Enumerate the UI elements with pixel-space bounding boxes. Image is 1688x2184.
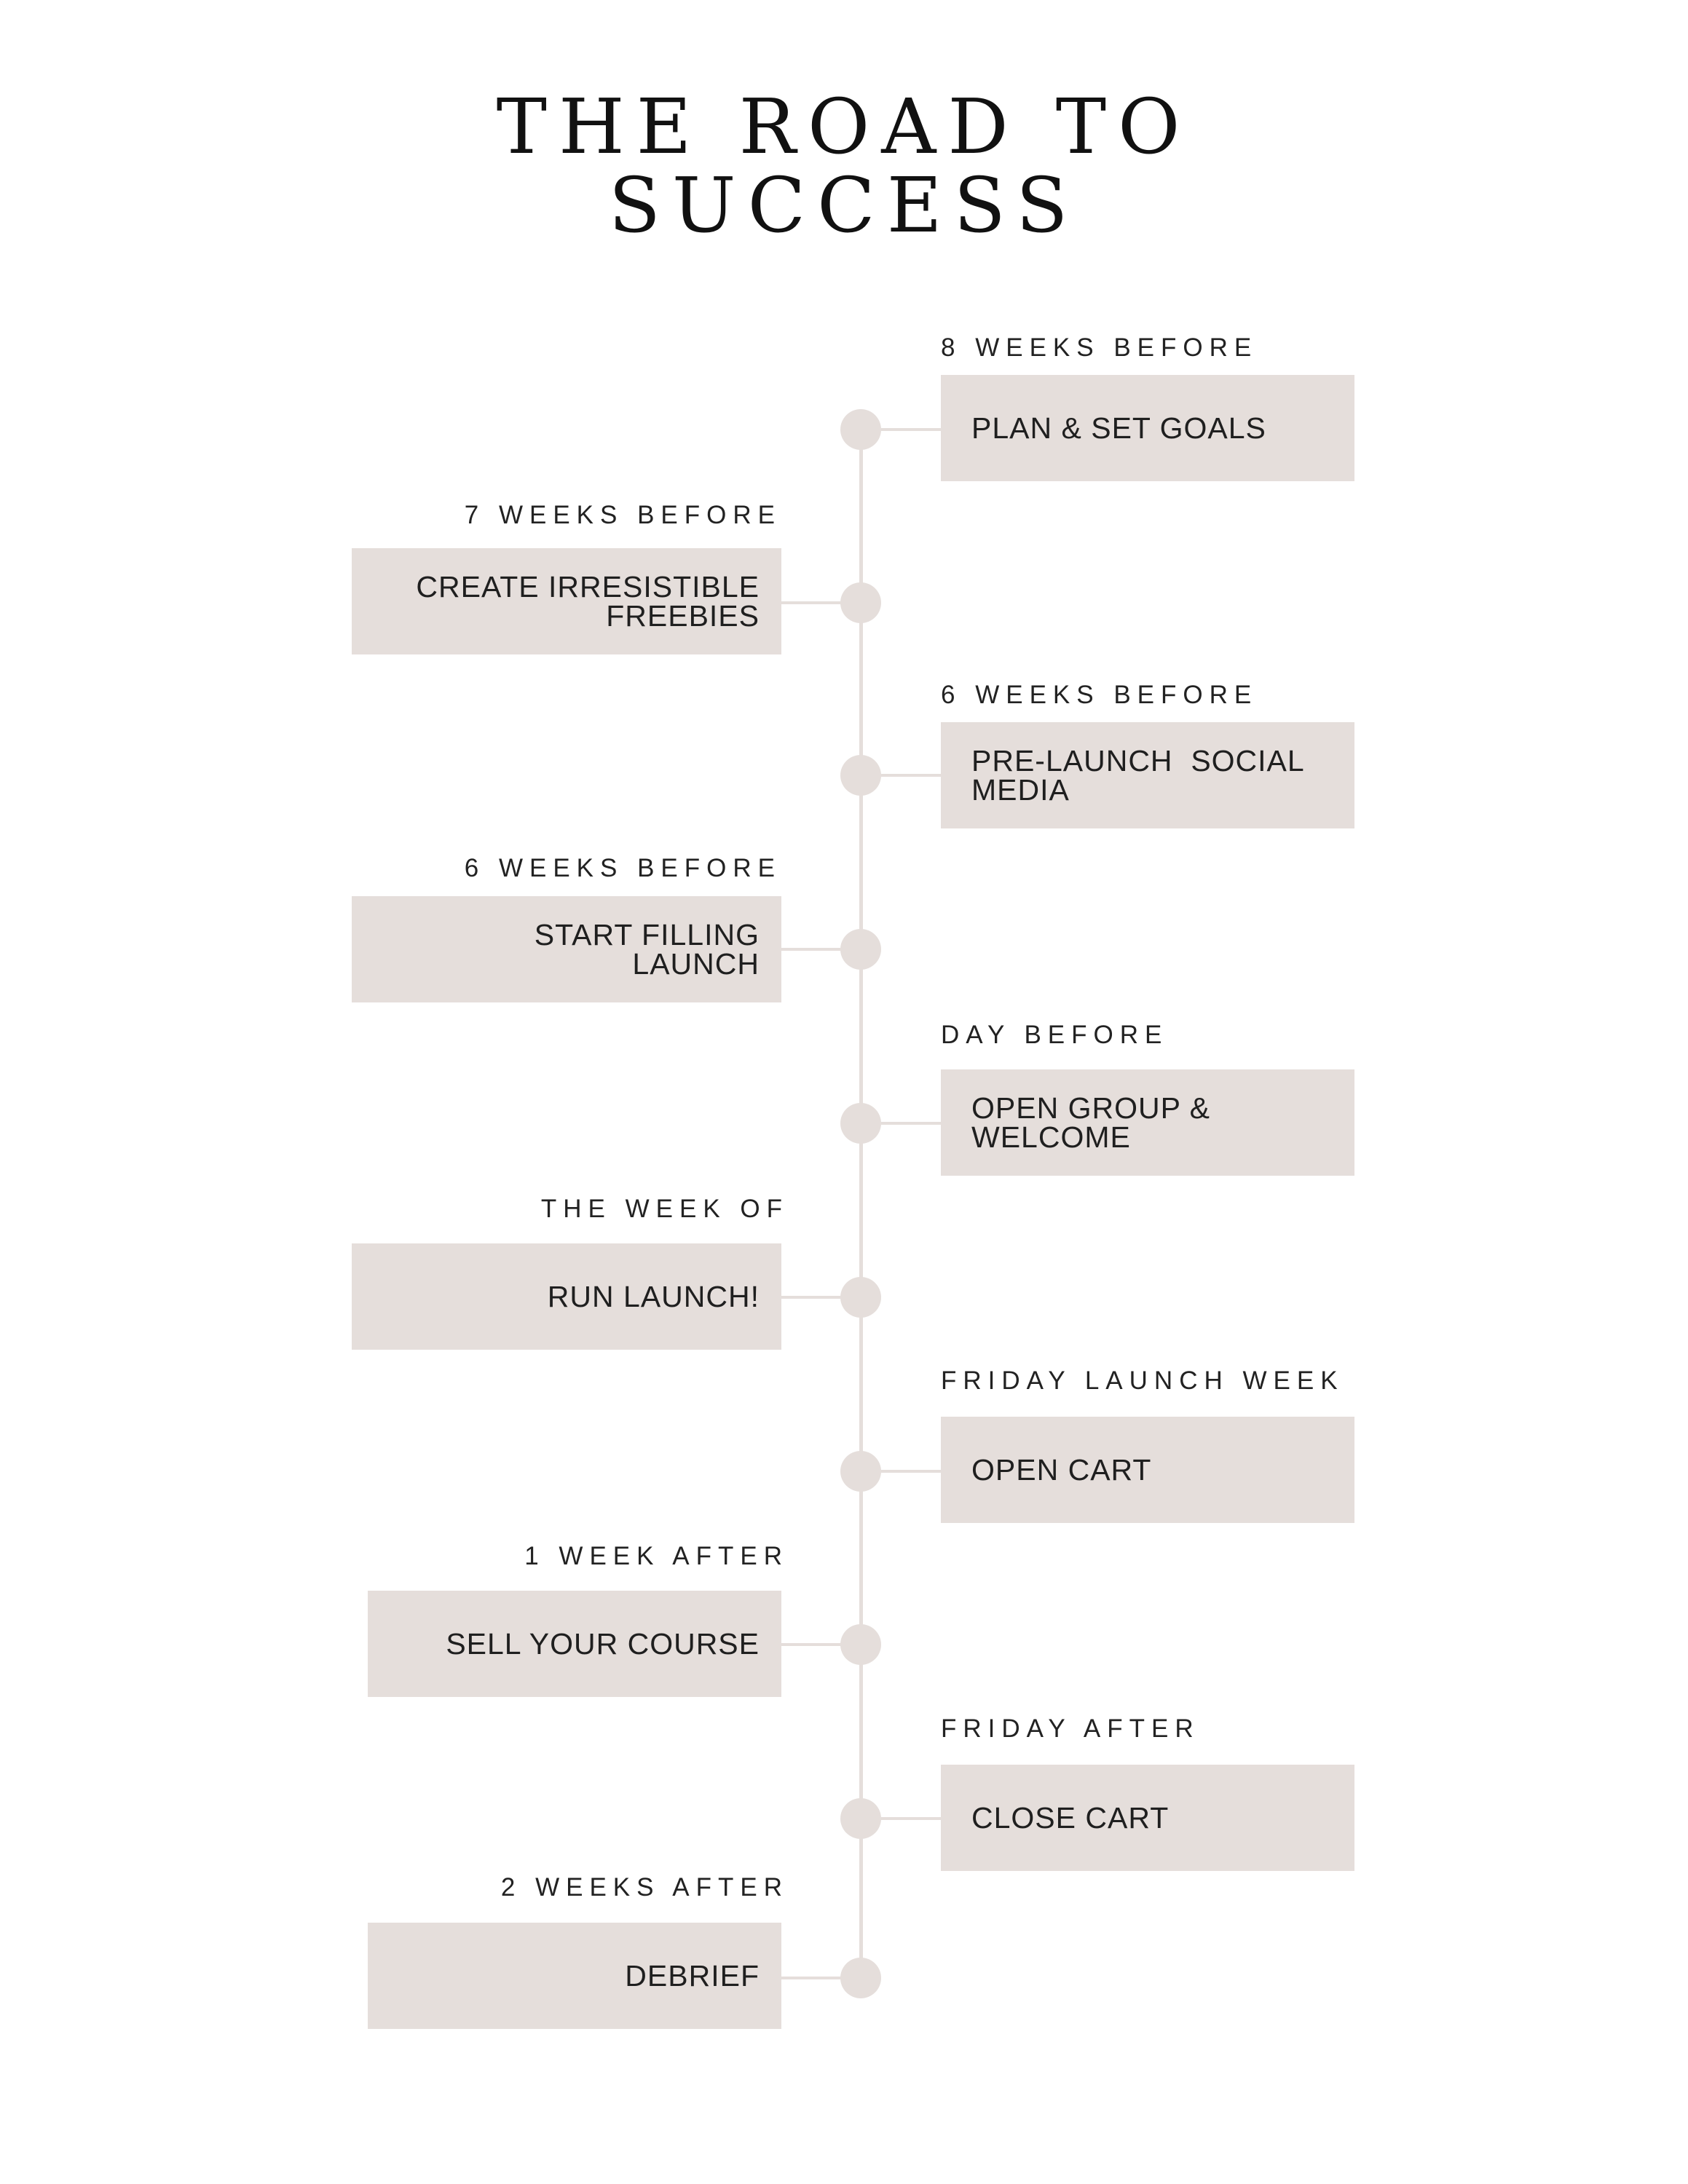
timeline-node (840, 409, 881, 450)
step-timing-label: FRIDAY AFTER (941, 1714, 1200, 1743)
step-task-box: DEBRIEF (368, 1923, 781, 2029)
step-task-text: OPEN CART (971, 1453, 1152, 1487)
step-timing-label: DAY BEFORE (941, 1021, 1169, 1049)
step-task-box: START FILLING LAUNCH (352, 896, 781, 1002)
step-task-text: DEBRIEF (625, 1959, 760, 1993)
step-task-text: START FILLING LAUNCH (534, 918, 760, 981)
step-timing-label: 6 WEEKS BEFORE (464, 854, 781, 882)
timeline-connector (781, 1643, 841, 1646)
timeline-connector (781, 948, 841, 951)
timeline-connector (881, 1122, 941, 1125)
timeline-connector (781, 1977, 841, 1979)
step-task-box: CLOSE CART (941, 1765, 1354, 1871)
timeline-node (840, 582, 881, 623)
title-line-1: THE ROAD TO (496, 82, 1192, 171)
step-timing-label: 6 WEEKS BEFORE (941, 681, 1258, 709)
timeline-node (840, 1958, 881, 1998)
timeline-connector (881, 774, 941, 777)
step-task-text: OPEN GROUP & WELCOME (971, 1091, 1210, 1154)
step-timing-label: THE WEEK OF (540, 1195, 789, 1223)
title-line-2: SUCCESS (608, 161, 1080, 250)
step-timing-label: 7 WEEKS BEFORE (464, 501, 781, 529)
step-task-text: PRE-LAUNCH SOCIAL MEDIA (971, 744, 1305, 807)
step-task-box: OPEN GROUP & WELCOME (941, 1069, 1354, 1176)
step-timing-label: 2 WEEKS AFTER (500, 1873, 789, 1902)
step-timing-label: 8 WEEKS BEFORE (941, 333, 1258, 362)
step-task-box: CREATE IRRESISTIBLE FREEBIES (352, 548, 781, 654)
step-task-text: PLAN & SET GOALS (971, 411, 1266, 445)
timeline-connector (881, 1470, 941, 1473)
step-timing-label: FRIDAY LAUNCH WEEK (941, 1366, 1344, 1395)
step-task-text: CREATE IRRESISTIBLE FREEBIES (416, 570, 760, 633)
step-timing-label: 1 WEEK AFTER (524, 1542, 789, 1570)
timeline-spine (859, 426, 863, 1977)
timeline-node (840, 755, 881, 796)
timeline-node (840, 929, 881, 970)
step-task-text: SELL YOUR COURSE (446, 1627, 760, 1661)
timeline-node (840, 1103, 881, 1144)
timeline-node (840, 1451, 881, 1492)
timeline-connector (881, 428, 941, 431)
timeline-connector (881, 1817, 941, 1820)
step-task-text: CLOSE CART (971, 1801, 1170, 1835)
step-task-text: RUN LAUNCH! (547, 1280, 760, 1313)
timeline-node (840, 1624, 881, 1665)
page-title: THE ROAD TO SUCCESS (0, 87, 1688, 245)
step-task-box: PRE-LAUNCH SOCIAL MEDIA (941, 722, 1354, 828)
step-task-box: SELL YOUR COURSE (368, 1591, 781, 1697)
timeline-node (840, 1277, 881, 1318)
timeline-connector (781, 1296, 841, 1299)
step-task-box: PLAN & SET GOALS (941, 375, 1354, 481)
timeline-connector (781, 601, 841, 604)
timeline-node (840, 1798, 881, 1839)
step-task-box: OPEN CART (941, 1417, 1354, 1523)
step-task-box: RUN LAUNCH! (352, 1243, 781, 1350)
